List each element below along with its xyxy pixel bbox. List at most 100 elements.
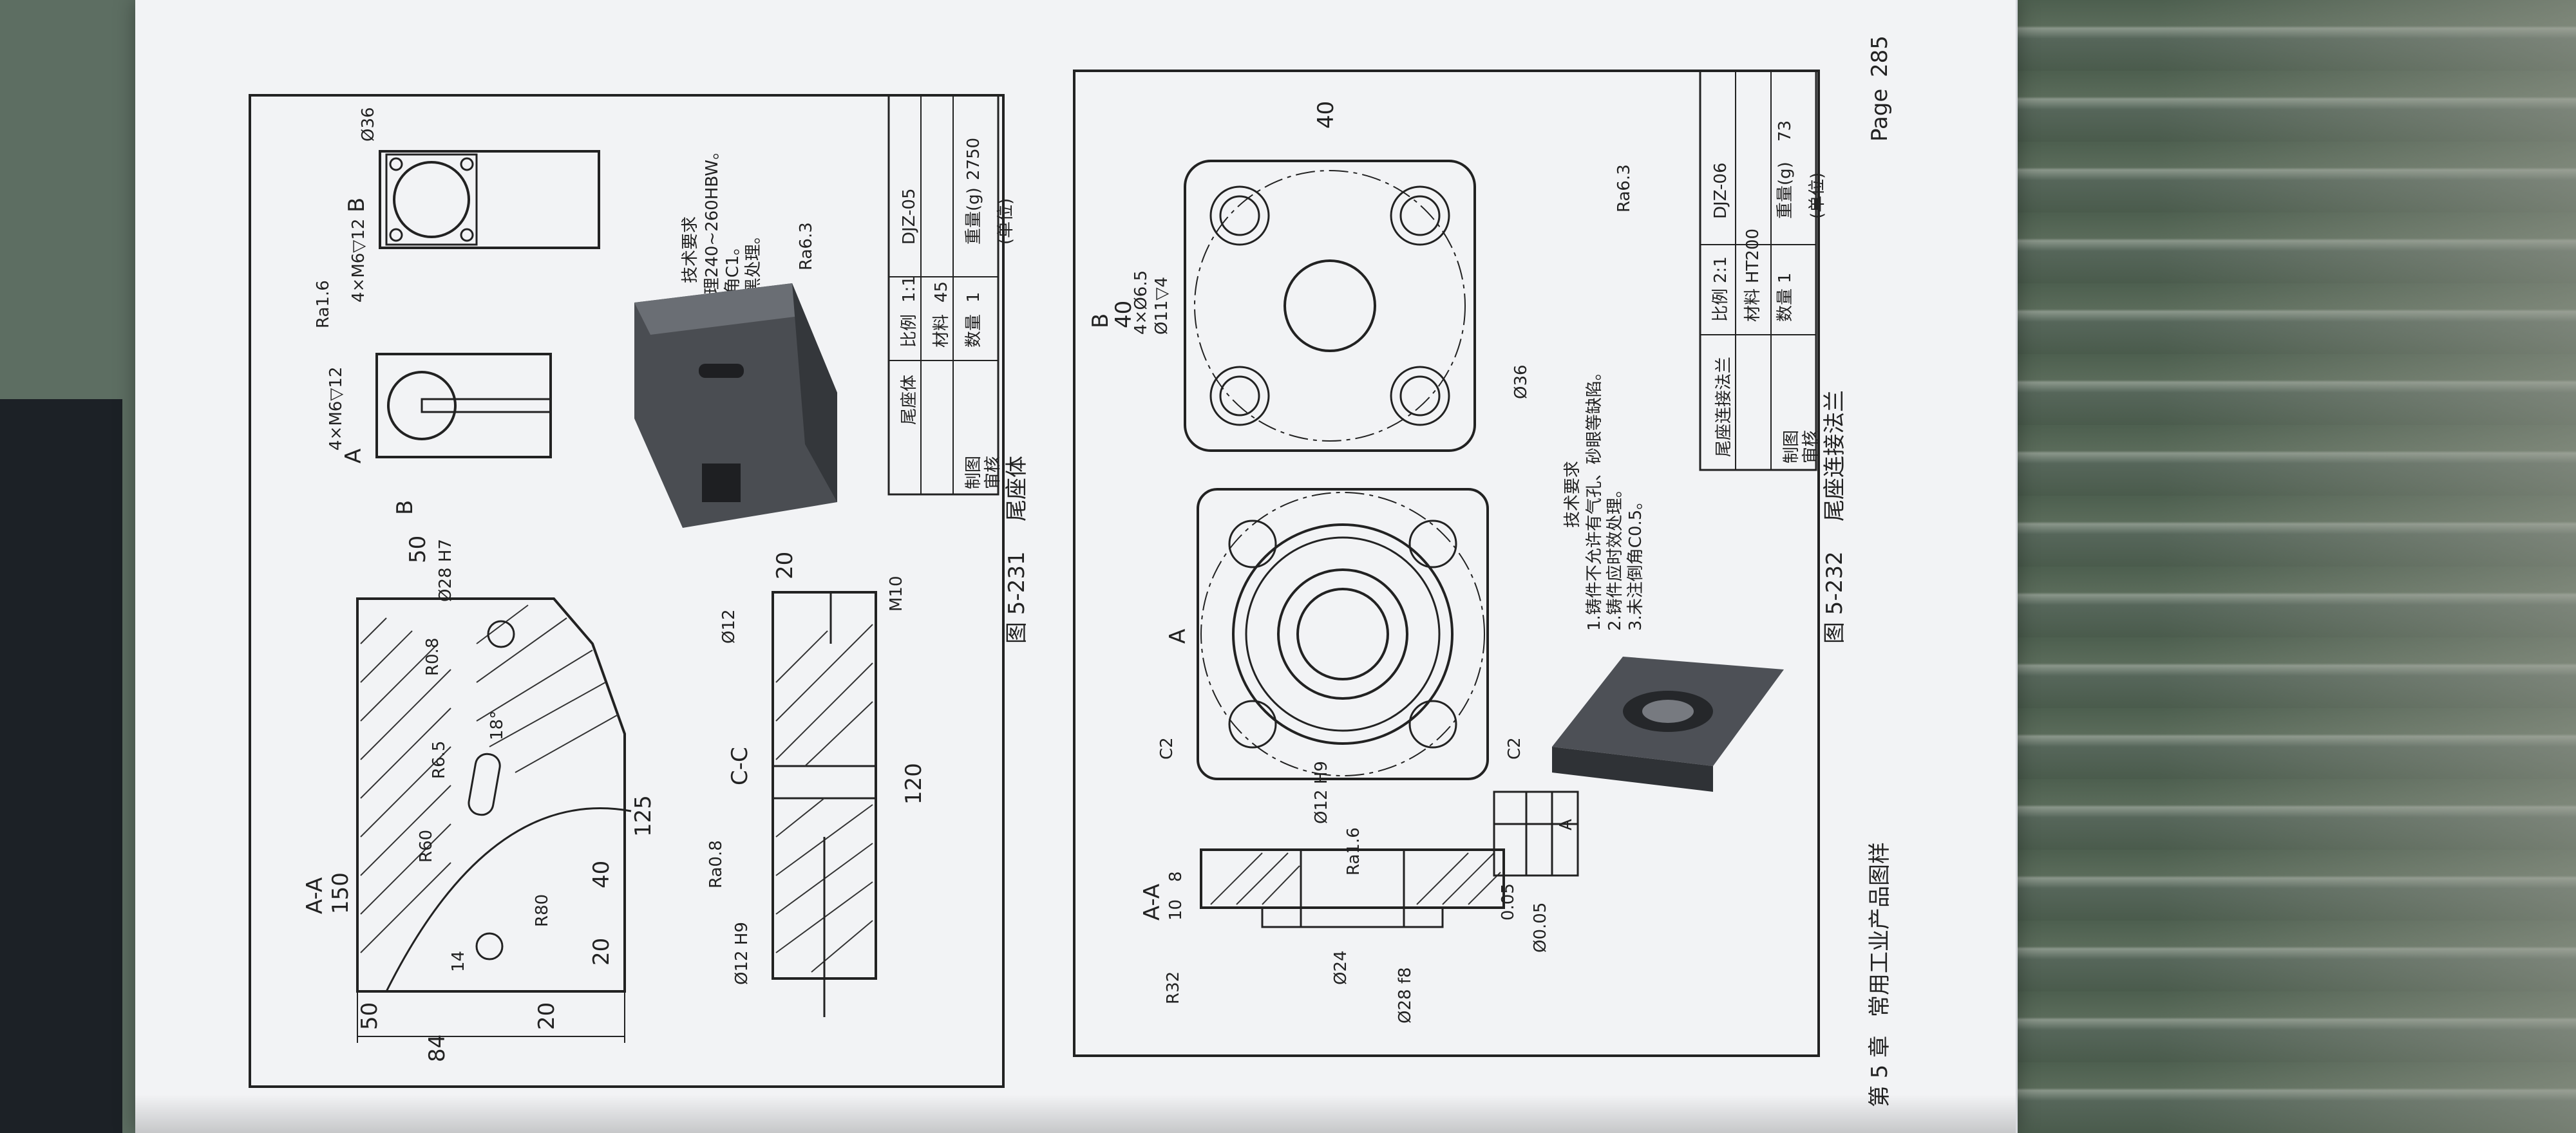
fig231-ann-r80: R80 (533, 894, 552, 927)
fig231-dim-20: 20 (589, 938, 614, 966)
fig231-section-aa-label: A-A (302, 877, 328, 914)
fig231-tb-material-val: 45 (932, 281, 951, 303)
fig232-tech-line-1: 1.铸件不允许有气孔、砂眼等缺陷。 (1585, 364, 1604, 631)
fig232-tb-qty-val: 1 (1776, 272, 1795, 283)
fig232-frame (1073, 70, 1820, 1057)
fig232-tb-scale-val: 2:1 (1711, 256, 1730, 283)
fig232-caption-text: 尾座连接法兰 (1822, 390, 1848, 521)
fig231-tb-scale-val: 1:1 (900, 276, 919, 303)
fig231-tb-drawn: 制图 (964, 456, 983, 489)
fig231-ann-14: 14 (449, 951, 468, 972)
fig231-ann-ra16: Ra1.6 (314, 280, 333, 328)
fig232-view-a-label: A (1165, 629, 1191, 644)
page-shadow (135, 1094, 2016, 1133)
fig232-dim-c2-a: C2 (1157, 737, 1177, 760)
fig232-tb-unit: (单位) (1808, 173, 1827, 219)
fig231-view-b-arrow: B (392, 500, 418, 515)
fig232-tol-phi0.05: Ø0.05 (1531, 903, 1550, 953)
fig231-dim-120: 120 (901, 763, 927, 805)
fig231-dim-20-cc: 20 (772, 552, 798, 579)
fig232-tb-weight: 73 (1776, 120, 1795, 142)
fig232-dim-r32: R32 (1164, 971, 1183, 1004)
fig231-caption-num: 图 5-231 (1004, 551, 1030, 644)
fig231-tb-qty-val: 1 (964, 292, 983, 303)
fig231-tech-title: 技术要求 (681, 216, 700, 283)
fig232-tb-scale-key: 比例 (1711, 288, 1730, 322)
fig231-ann-phi12: Ø12 (719, 609, 739, 644)
fig231-view-b (379, 150, 600, 249)
book-title: 常用工业产品图样 (1867, 842, 1893, 1017)
fig232-tb-code: DJZ-06 (1711, 162, 1730, 219)
fig232-view-b-label: B (1088, 314, 1113, 328)
background-left-dark (0, 399, 122, 1133)
fig232-dim-8: 8 (1166, 871, 1186, 882)
fig232-tol-0.05: 0.05 (1499, 883, 1518, 921)
fig232-dim-10: 10 (1166, 899, 1186, 921)
fig232-tb-qty-key: 数量 (1776, 288, 1795, 322)
fig231-ann-18deg: 18° (488, 711, 507, 740)
fig231-dim-84: 84 (424, 1035, 450, 1062)
fig232-datum-a: A (1557, 819, 1576, 830)
fig232-view-a (1197, 488, 1489, 780)
book-page (135, 0, 2018, 1133)
fig231-dim-150: 150 (328, 872, 354, 914)
fig232-ann-phi11: Ø11▽4 (1152, 277, 1171, 335)
fig231-tb-weight: 2750 (964, 138, 983, 180)
fig232-tb-weight-label: 重量(g) (1776, 162, 1795, 219)
fig231-ann-r60: R60 (417, 830, 436, 863)
fig231-ann-ra63: Ra6.3 (797, 222, 816, 270)
fig232-tb-name: 尾座连接法兰 (1714, 357, 1734, 457)
fig232-section-aa-label: A-A (1139, 884, 1165, 921)
fig231-tb-weight-label: 重量(g) (964, 187, 983, 245)
fig231-tb-checked: 审核 (983, 456, 1003, 489)
fig231-3d-render (634, 283, 837, 528)
fig232-view-b (1184, 160, 1476, 452)
fig232-tb-checked: 审核 (1801, 430, 1821, 464)
fig232-tech-line-2: 2.铸件应时效处理。 (1605, 481, 1625, 631)
background-fabric (1906, 0, 2576, 1133)
fig231-ann-r08: R0.8 (423, 638, 442, 676)
fig232-dim-c2-b: C2 (1505, 737, 1524, 760)
fig232-caption-num: 图 5-232 (1822, 551, 1848, 644)
fig231-dim-40: 40 (589, 861, 614, 888)
fig231-dim-125: 125 (630, 795, 656, 837)
page-label: Page (1867, 89, 1893, 142)
fig231-ann-phi12h9: Ø12 H9 (732, 922, 752, 985)
fig231-side-view (375, 353, 552, 458)
fig231-ann-phi28h7: Ø28 H7 (436, 539, 455, 602)
fig231-view-a-label: A (341, 449, 366, 464)
page-header: 第 5 章 常用工业产品图样 Page 285 (1867, 35, 1893, 1107)
fig232-ann-4xphi65: 4×Ø6.5 (1132, 270, 1151, 335)
fig231-ann-40: 4×M6▽12 (327, 367, 346, 451)
fig231-ann-ra08: Ra0.8 (706, 840, 726, 888)
fig232-tb-material-val: HT200 (1743, 229, 1763, 283)
fig232-ann-phi36: Ø36 (1511, 364, 1531, 399)
fig231-dim-m10: M10 (887, 576, 906, 612)
fig232-tech-title: 技术要求 (1563, 461, 1582, 528)
chapter-label: 第 5 章 (1867, 1036, 1893, 1107)
fig231-ann-phi36: Ø36 (359, 107, 378, 142)
fig232-title-block (1699, 70, 1817, 471)
page-number: 285 (1867, 35, 1893, 77)
fig231-tb-name: 尾座体 (900, 375, 919, 425)
fig231-view-b-label: B (344, 198, 370, 212)
fig232-tolerance-frames (1493, 791, 1579, 877)
fig232-dim-phi24: Ø24 (1331, 950, 1350, 985)
fig232-tech-line-3: 3.未注倒角C0.5。 (1626, 493, 1645, 631)
fig231-section-cc-label: C-C (727, 747, 753, 785)
fig231-ann-4xm6: 4×M6▽12 (349, 219, 368, 303)
fig232-ann-ra16: Ra1.6 (1344, 827, 1363, 876)
fig232-tb-drawn: 制图 (1782, 430, 1801, 464)
fig232-3d-render (1552, 657, 1784, 792)
background-fabric-light (2157, 0, 2576, 1133)
fig231-ann-r65: R6.5 (430, 741, 449, 779)
fig231-tb-unit: (单位) (996, 198, 1016, 245)
fig231-dim-20-bottom: 20 (534, 1002, 560, 1030)
fig232-dim-40-left: 40 (1111, 301, 1137, 328)
fig231-tb-qty-key: 数量 (964, 314, 983, 348)
fig232-ann-phi12h9: Ø12 H9 (1312, 761, 1331, 824)
fig232-dim-phi28f8: Ø28 f8 (1396, 967, 1415, 1024)
fig232-dim-40-top: 40 (1313, 101, 1339, 129)
fig231-tb-material-key: 材料 (932, 314, 951, 348)
fig231-dim-50-top: 50 (405, 536, 431, 563)
